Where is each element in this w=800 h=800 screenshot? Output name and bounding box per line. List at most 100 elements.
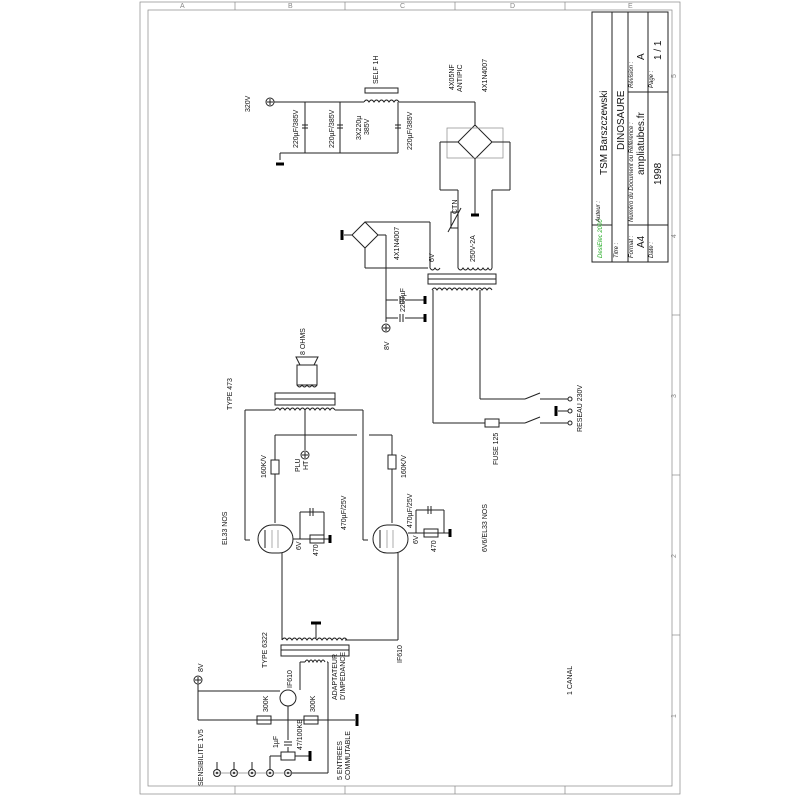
lv-supply: [340, 221, 431, 333]
label-cap-k2: 470µF/25V: [407, 493, 414, 528]
grid-row-2: 2: [671, 554, 678, 558]
label-cap3a: 3X220µ: [356, 116, 363, 140]
label-plus-ht-a: PLU: [295, 458, 302, 472]
page-label: Page :: [649, 70, 655, 88]
grid-labels: A B C D E 5 4 3 2 1: [180, 3, 678, 718]
page: 1 / 1: [653, 40, 664, 60]
format-label: Format :: [629, 235, 635, 258]
label-cap-lv: 2200µF: [400, 288, 407, 312]
label-8v-supply: 8V: [384, 341, 391, 350]
speaker-icon: [296, 364, 318, 386]
jfet-icon: [279, 689, 297, 707]
grid-col-e: E: [628, 3, 633, 10]
label-cap3b: 385V: [364, 118, 371, 135]
label-fet-right: IF610: [397, 645, 404, 663]
revision-label: Révision :: [629, 61, 635, 88]
label-sensitivity: SENSIBILITE 1V5: [198, 729, 205, 786]
label-cap2: 220µF/385V: [329, 109, 336, 148]
label-heater1: 6V: [296, 541, 303, 550]
label-tube1: EL33 NOS: [222, 511, 229, 545]
docnum-label: Numéro du Document ou Référence :: [629, 122, 635, 222]
label-cap4: 220µF/385V: [407, 111, 414, 150]
grid-row-1: 1: [671, 714, 678, 718]
mains-switch: [524, 416, 541, 424]
grid-col-a: A: [180, 3, 185, 10]
label-cap1: 220µF/385V: [293, 109, 300, 148]
fuse-symbol: [484, 418, 500, 428]
choke-coil: [363, 99, 400, 103]
label-inputs-b: COMMUTABLE: [345, 731, 352, 780]
logo: DesiElec 2000: [598, 219, 604, 258]
label-adapt-a: ADAPTATEUR: [332, 654, 339, 700]
label-rg1: 160K/V: [261, 455, 268, 478]
label-cap-k1: 470µF/25V: [341, 495, 348, 530]
label-rk2: 470: [431, 540, 438, 552]
grid-row-3: 3: [671, 394, 678, 398]
grid-col-c: C: [400, 3, 405, 10]
grid-col-d: D: [510, 3, 515, 10]
date-label: Date :: [649, 242, 655, 258]
potentiometer: [280, 751, 296, 761]
choke-core: [364, 87, 399, 94]
grid-col-b: B: [288, 3, 293, 10]
label-channel: 1 CANAL: [567, 666, 574, 695]
mains-input: [432, 290, 573, 428]
tube-1: [257, 508, 332, 640]
label-in-tx: TYPE 6322: [262, 632, 269, 668]
label-bridge-hv: 4X1N4007: [482, 59, 489, 92]
plus-terminal-icon: [300, 450, 310, 460]
tube-icon: [372, 524, 409, 554]
grid-row-4: 4: [671, 234, 678, 238]
title: DINOSAURE: [616, 90, 627, 150]
label-tube2: 6V6/EL33 NOS: [482, 504, 489, 552]
tube-2: [345, 506, 452, 641]
label-rk1: 470: [313, 544, 320, 556]
label-8v-in: 8V: [198, 663, 205, 672]
label-6v: 6V: [429, 253, 436, 262]
docnum: ampliatubes.fr: [636, 112, 647, 175]
label-plus-ht-b: HT: [303, 460, 310, 470]
label-adapt-b: D'IMPEDANCE: [340, 652, 347, 700]
component-labels: 320V 220µF/385V 220µF/385V 3X220µ 385V 2…: [198, 56, 584, 786]
input-transformer: [280, 621, 350, 773]
label-ht-winding: 250V-2A: [470, 235, 477, 262]
input-jacks: [213, 762, 292, 777]
label-rg2: 160K/V: [401, 455, 408, 478]
title-block: DesiElec 2000 Auteur : TSM Barszczewski …: [591, 11, 669, 263]
output-stage: [244, 356, 397, 541]
label-cap-in: 1µF: [273, 736, 280, 748]
hv-supply: [265, 87, 511, 268]
label-antipic-b: ANTIPIC: [457, 64, 464, 92]
label-antipic-a: 4X05NF: [449, 64, 456, 90]
title-label: Titre :: [614, 242, 620, 258]
label-pot: 47/100KB: [297, 719, 304, 750]
label-bridge-lv: 4X1N4007: [394, 227, 401, 260]
format: A4: [636, 235, 647, 248]
label-r300a: 300K: [263, 695, 270, 712]
sheet-frame: [139, 1, 681, 795]
label-fet: IF610: [287, 670, 294, 688]
label-speaker: 8 OHMS: [300, 328, 307, 355]
plus-terminal-icon: [381, 323, 391, 333]
label-inputs-a: 5 ENTREES: [337, 741, 344, 780]
revision: A: [636, 53, 647, 60]
date: 1998: [653, 162, 664, 185]
grid-row-5: 5: [671, 74, 678, 78]
label-320v: 320V: [245, 95, 252, 112]
author: TSM Barszczewski: [599, 91, 610, 175]
label-mains: RESEAU 230V: [577, 385, 584, 432]
label-self: SELF 1H: [373, 56, 380, 84]
label-heater2: 6V: [413, 535, 420, 544]
ctn-thermistor: [450, 211, 459, 229]
label-out-tx: TYPE 473: [227, 378, 234, 410]
input-stage: [193, 675, 359, 777]
label-fuse: FUSE 125: [493, 433, 500, 465]
label-ctn: CTN: [452, 200, 459, 214]
author-label: Auteur :: [596, 201, 602, 223]
label-r300b: 300K: [310, 695, 317, 712]
lv-bridge-rectifier: [351, 221, 379, 249]
tube-icon: [257, 524, 294, 554]
hv-bridge-rectifier: [457, 124, 493, 160]
